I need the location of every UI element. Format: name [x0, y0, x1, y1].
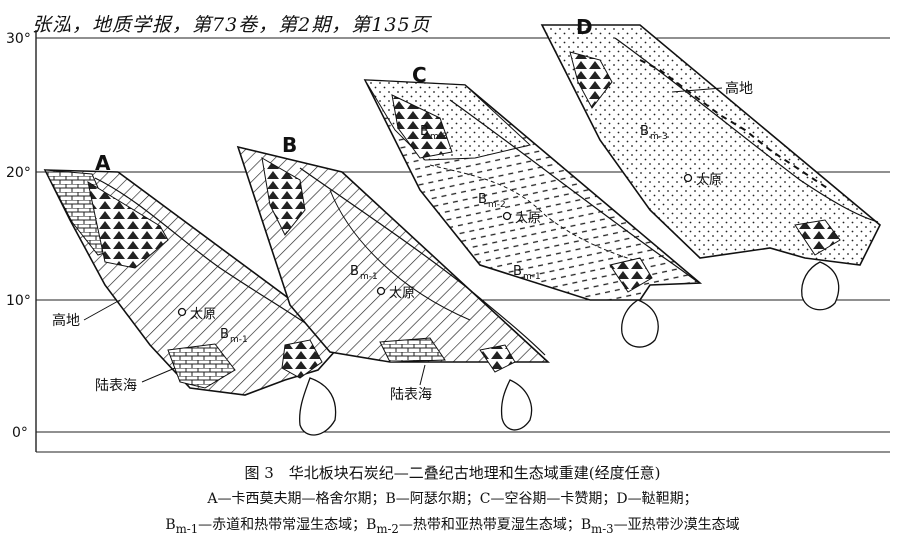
- panel-b-epicontinental-sea: [379, 337, 446, 362]
- panel-a: A 高地 太原 B m-1 陆表海: [43, 151, 347, 436]
- panel-d-label-b: B: [640, 124, 649, 139]
- panel-b: B B m-1 太原 陆表海: [236, 133, 551, 431]
- panel-c-label-b3: B: [420, 124, 429, 139]
- panel-a-label-taiyuan: 太原: [190, 307, 216, 322]
- panel-c-island: [609, 257, 653, 293]
- panel-c: C B m-3 B m-2 太原 B m-1: [363, 63, 703, 348]
- ecozone-b2-sub: m-2: [376, 521, 399, 536]
- panel-d-label-taiyuan: 太原: [696, 173, 722, 188]
- figure-caption-stages: A—卡西莫夫期—格舍尔期；B—阿瑟尔期；C—空谷期—卡赞期；D—鞑靼期；: [207, 491, 698, 507]
- ecozone-b1-symbol: B: [165, 517, 176, 533]
- panel-c-highland-rim: [449, 99, 699, 283]
- ecozone-b2-symbol: B: [366, 517, 377, 533]
- panel-d-label-highland: 高地: [725, 80, 753, 97]
- figure-caption-title: 图 3 华北板块石炭纪—二叠纪古地理和生态域重建(经度任意): [244, 464, 661, 482]
- panel-a-coast: [299, 377, 337, 436]
- panel-b-label-sea: 陆表海: [390, 387, 432, 403]
- panel-b-island: [479, 344, 516, 373]
- panel-a-label-sub: m-1: [230, 335, 248, 345]
- ecozone-b3-sub: m-3: [591, 521, 614, 536]
- panel-b-highland-rim: [299, 167, 546, 356]
- panel-c-label-b2: B: [478, 192, 487, 207]
- panel-d-highland-rim: [614, 37, 879, 223]
- panel-d-outline: [540, 24, 881, 266]
- panel-d-letter: D: [576, 15, 593, 39]
- lat-tick-30: 30°: [6, 31, 31, 47]
- panel-d-highland-ridge: [569, 51, 613, 109]
- panel-a-highland-rim: [94, 177, 331, 341]
- lat-tick-20: 20°: [6, 165, 31, 181]
- panel-c-label-sub1: m-1: [523, 272, 541, 282]
- lat-tick-0: 0°: [12, 425, 28, 441]
- panel-c-zone-boundary: [429, 164, 641, 263]
- panel-a-island: [281, 339, 323, 379]
- panel-d-coast: [801, 261, 840, 311]
- latitude-tick-labels: 30° 20° 10° 0°: [6, 31, 31, 441]
- panel-a-label-sea: 陆表海: [95, 378, 137, 394]
- panel-a-letter: A: [95, 151, 111, 175]
- ecozone-b2-text: —热带和亚热带夏湿生态域；: [398, 517, 581, 533]
- panel-d-island: [794, 219, 841, 256]
- lat-tick-10: 10°: [6, 293, 31, 309]
- ecozone-b3-symbol: B: [580, 517, 592, 533]
- panel-c-label-sub2: m-2: [488, 200, 506, 210]
- panel-c-label-sub3: m-3: [430, 132, 448, 142]
- panel-b-highland-ridge: [261, 157, 306, 236]
- panel-c-coast: [621, 299, 659, 348]
- ecozone-b1-text: —赤道和热带常湿生态域；: [198, 517, 367, 533]
- panel-a-label-highland: 高地: [52, 312, 80, 329]
- panel-c-label-taiyuan: 太原: [515, 211, 541, 226]
- panel-b-label-taiyuan: 太原: [389, 286, 415, 301]
- figure-caption-ecozones: Bm-1—赤道和热带常湿生态域；Bm-2—热带和亚热带夏湿生态域；Bm-3—亚热…: [0, 514, 905, 536]
- panel-a-epicontinental-sea-south: [167, 343, 236, 389]
- panel-b-letter: B: [282, 133, 297, 157]
- panel-b-inner-rim: [329, 189, 471, 321]
- panel-c-letter: C: [412, 63, 427, 87]
- panel-d: D 高地 B m-3 太原: [540, 15, 881, 311]
- citation-header: 张泓，地质学报，第73卷，第2期，第135页: [32, 14, 431, 36]
- panel-d-label-sub: m-3: [650, 132, 668, 142]
- panel-b-label-b: B: [350, 264, 359, 279]
- panel-a-label-b: B: [220, 327, 229, 342]
- panel-c-highland-ridge: [391, 94, 453, 159]
- ecozone-b1-sub: m-1: [175, 521, 199, 536]
- panel-b-label-sub: m-1: [360, 272, 378, 282]
- panel-c-label-b1: B: [513, 264, 522, 279]
- ecozone-b3-text: —亚热带沙漠生态域: [613, 517, 740, 533]
- panel-a-highland-ridge: [87, 180, 169, 269]
- panel-b-coast: [500, 379, 533, 431]
